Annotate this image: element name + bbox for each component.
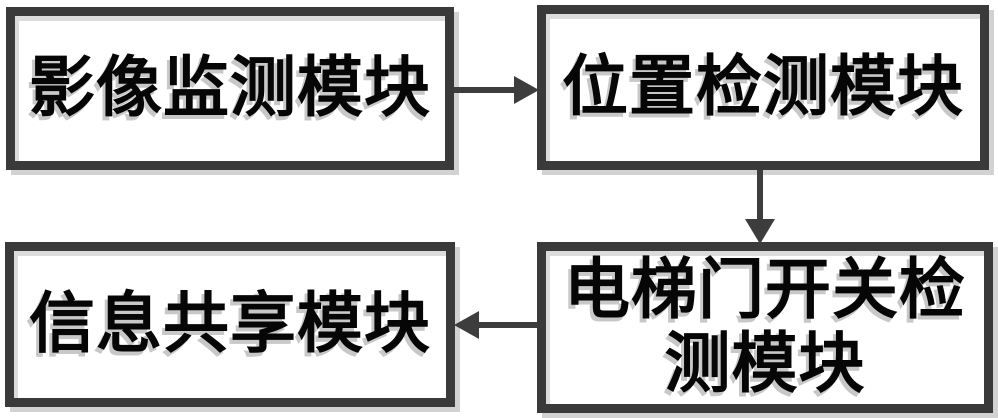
arrowhead-down-icon — [745, 219, 775, 244]
node-information-sharing-module: 信息共享模块 — [5, 242, 455, 407]
node-label: 电梯门开关检测模块 — [564, 253, 966, 401]
node-image-monitoring-module: 影像监测模块 — [6, 7, 454, 170]
arrowhead-right-icon — [514, 76, 539, 104]
node-label: 位置检测模块 — [562, 50, 964, 124]
node-position-detection-module: 位置检测模块 — [537, 5, 989, 170]
arrow-line — [757, 170, 763, 221]
node-elevator-door-switch-detection-module: 电梯门开关检测模块 — [537, 242, 993, 413]
arrow-line — [478, 322, 537, 328]
node-label: 信息共享模块 — [29, 287, 431, 361]
arrowhead-left-icon — [454, 311, 479, 339]
arrow-line — [454, 87, 516, 93]
node-label: 影像监测模块 — [29, 51, 431, 125]
